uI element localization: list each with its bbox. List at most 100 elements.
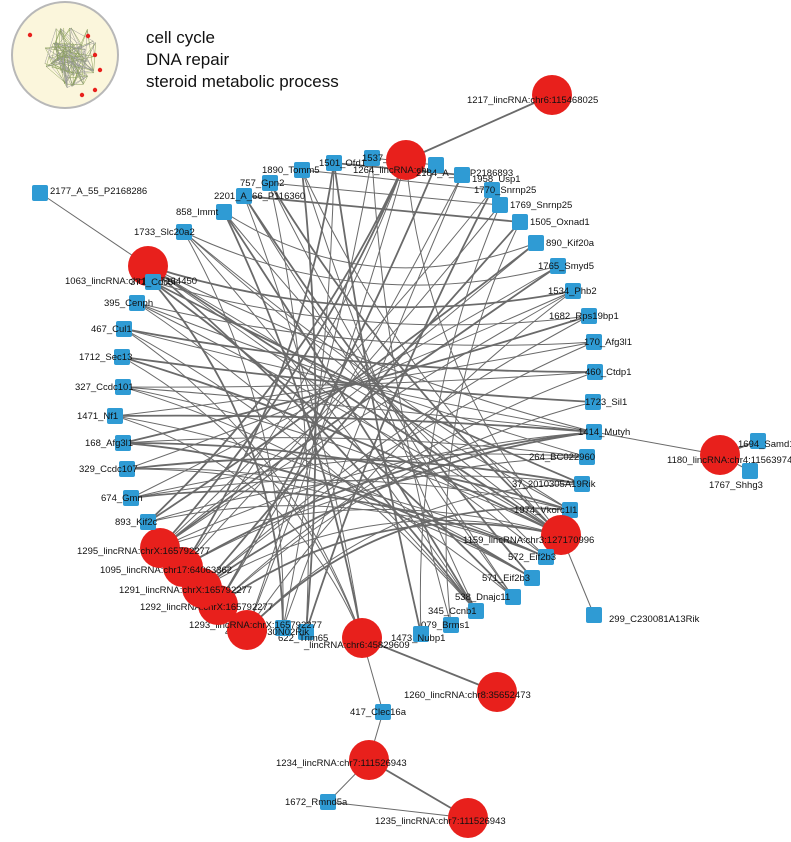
- gene-square[interactable]: [585, 394, 601, 410]
- gene-node[interactable]: 893_Kif2c: [115, 514, 158, 530]
- gene-square[interactable]: [574, 476, 590, 492]
- gene-node[interactable]: 43_2310030N02Rik: [225, 620, 309, 638]
- gene-node[interactable]: 1672_Rmnd5a: [285, 794, 348, 810]
- gene-node[interactable]: 1694_Samd1: [738, 433, 791, 450]
- gene-square[interactable]: [505, 589, 521, 605]
- gene-node[interactable]: 622_Trim65: [278, 624, 328, 644]
- gene-node[interactable]: 1471_Nf1: [77, 408, 123, 424]
- gene-node[interactable]: 460_Ctdp1: [585, 364, 631, 380]
- gene-square[interactable]: [176, 224, 192, 240]
- gene-node[interactable]: 170_Afg3l1: [584, 334, 632, 350]
- gene-square[interactable]: [294, 162, 310, 178]
- gene-square[interactable]: [298, 624, 314, 640]
- gene-node[interactable]: 1767_Shhg3: [709, 463, 763, 491]
- gene-square[interactable]: [586, 424, 602, 440]
- lincrna-node[interactable]: 1295_lincRNA:chrX:165792277: [77, 528, 210, 568]
- gene-node[interactable]: 858_Immt: [176, 204, 232, 220]
- gene-square[interactable]: [428, 157, 444, 173]
- gene-node[interactable]: 37_2010305A19Rik: [512, 476, 596, 492]
- gene-square[interactable]: [524, 570, 540, 586]
- lincrna-node[interactable]: 1180_lincRNA:chr4:115639749: [667, 435, 791, 475]
- gene-square[interactable]: [528, 235, 544, 251]
- gene-square[interactable]: [216, 204, 232, 220]
- gene-node[interactable]: 2177_A_55_P2168286: [32, 185, 147, 201]
- gene-square[interactable]: [492, 197, 508, 213]
- gene-node[interactable]: 329_Ccdc107: [79, 461, 138, 477]
- gene-square[interactable]: [32, 185, 48, 201]
- gene-square[interactable]: [742, 463, 758, 479]
- gene-node[interactable]: 1682_Rps19bp1: [549, 308, 619, 324]
- gene-square[interactable]: [262, 175, 278, 191]
- gene-node[interactable]: 299_C230081A13Rik: [586, 607, 700, 625]
- gene-square[interactable]: [484, 182, 500, 198]
- gene-square[interactable]: [129, 295, 145, 311]
- gene-node[interactable]: 1770_Snrnp25: [474, 182, 536, 198]
- gene-node[interactable]: 1473_Nubp1: [391, 626, 445, 644]
- gene-square[interactable]: [581, 308, 597, 324]
- lincrna-node[interactable]: 1217_lincRNA:chr6:115468025: [467, 75, 598, 115]
- gene-node[interactable]: 2201_A_66_P116360: [214, 188, 305, 204]
- gene-square[interactable]: [413, 626, 429, 642]
- gene-square[interactable]: [275, 620, 291, 636]
- lincrna-node[interactable]: 1264_lincRNA:chrX: [353, 140, 437, 180]
- gene-node[interactable]: 674_Gmn: [101, 490, 143, 506]
- gene-square[interactable]: [565, 283, 581, 299]
- gene-square[interactable]: [512, 214, 528, 230]
- gene-square[interactable]: [123, 490, 139, 506]
- gene-square[interactable]: [586, 334, 602, 350]
- gene-square[interactable]: [562, 502, 578, 518]
- gene-square[interactable]: [107, 408, 123, 424]
- lincrna-circle[interactable]: [227, 610, 267, 650]
- gene-node[interactable]: 1974_Vkorc1l1: [514, 502, 578, 518]
- lincrna-circle[interactable]: [386, 140, 426, 180]
- gene-node[interactable]: 1505_Oxnad1: [512, 214, 590, 230]
- gene-node[interactable]: 1534_Phb2: [548, 283, 597, 299]
- gene-square[interactable]: [320, 794, 336, 810]
- gene-node[interactable]: 571_Eif2b3: [482, 570, 540, 586]
- gene-node[interactable]: 395_Cenph: [104, 295, 153, 311]
- gene-square[interactable]: [115, 379, 131, 395]
- gene-node[interactable]: 417_Clec16a: [350, 704, 407, 720]
- gene-node[interactable]: 1712_Sec13: [79, 349, 132, 365]
- lincrna-circle[interactable]: [477, 672, 517, 712]
- lincrna-node[interactable]: 1235_lincRNA:chr7:111526943: [375, 798, 506, 838]
- lincrna-node[interactable]: 1234_lincRNA:chr7:111526943: [276, 740, 407, 780]
- gene-square[interactable]: [454, 167, 470, 183]
- gene-node[interactable]: 467_Cul1: [91, 321, 132, 337]
- gene-node[interactable]: 264_BC022960: [529, 449, 595, 465]
- gene-square[interactable]: [550, 258, 566, 274]
- gene-square[interactable]: [116, 321, 132, 337]
- gene-square[interactable]: [468, 603, 484, 619]
- gene-node[interactable]: 327_Ccdc101: [75, 379, 134, 395]
- gene-node[interactable]: 1723_Sil1: [585, 394, 627, 410]
- gene-square[interactable]: [375, 704, 391, 720]
- gene-node[interactable]: 757_Gpn2: [240, 175, 284, 191]
- gene-node[interactable]: 1733_Slc20a2: [134, 224, 195, 240]
- gene-node[interactable]: 345_Ccnb1: [428, 603, 484, 619]
- gene-square[interactable]: [586, 607, 602, 623]
- gene-node[interactable]: 1765_Smyd5: [538, 258, 594, 274]
- gene-square[interactable]: [145, 274, 161, 290]
- gene-square[interactable]: [115, 435, 131, 451]
- gene-square[interactable]: [140, 514, 156, 530]
- gene-node[interactable]: 1890_Tomm5: [262, 162, 320, 178]
- gene-square[interactable]: [579, 449, 595, 465]
- gene-square[interactable]: [587, 364, 603, 380]
- gene-square[interactable]: [538, 549, 554, 565]
- lincrna-circle[interactable]: [700, 435, 740, 475]
- lincrna-node[interactable]: 1159_lincRNA:chr3:127170996: [463, 515, 594, 555]
- lincrna-circle[interactable]: [349, 740, 389, 780]
- lincrna-node[interactable]: 1293_lincRNA:chrX:165792277: [189, 610, 322, 650]
- gene-node[interactable]: 079_Brms1: [421, 617, 470, 633]
- lincrna-circle[interactable]: [448, 798, 488, 838]
- gene-square[interactable]: [750, 433, 766, 449]
- gene-node[interactable]: 572_Eif2b3: [508, 549, 556, 565]
- gene-node[interactable]: 1769_Snrnp25: [492, 197, 572, 213]
- gene-square[interactable]: [236, 188, 252, 204]
- gene-node[interactable]: 1414_Mutyh: [578, 424, 630, 440]
- gene-square[interactable]: [114, 349, 130, 365]
- lincrna-circle[interactable]: [541, 515, 581, 555]
- lincrna-circle[interactable]: [342, 618, 382, 658]
- lincrna-node[interactable]: 1260_lincRNA:chr8:35652473: [404, 672, 531, 712]
- gene-square[interactable]: [443, 617, 459, 633]
